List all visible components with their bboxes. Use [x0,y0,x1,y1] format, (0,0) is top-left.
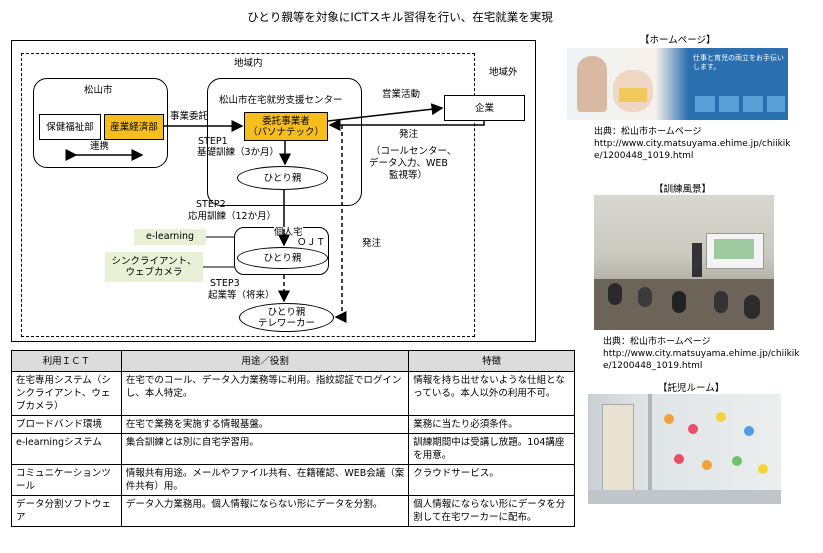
table-row: 在宅専用システム（シンクライアント、ウェブカメラ） 在宅でのコール、データ入力業… [11,371,575,416]
dept-industry-economy: 産業経済部 [104,114,164,140]
dept-health-welfare: 保健福祉部 [39,114,101,140]
training-photo [594,195,774,330]
cell-use: 集合訓練とは別に自宅学習用。 [120,433,410,465]
ojt-label: ＯＪＴ [297,237,326,248]
table-row: コミュニケーションツール 情報共有用途。メールやファイル共有、在籍確認、WEB会… [11,464,575,496]
cell-ict: ブロードバンド環境 [11,415,122,434]
ict-table: 利用ＩＣＴ 用途／役割 特徴 在宅専用システム（シンクライアント、ウェブカメラ）… [11,350,575,527]
cell-ict: 在宅専用システム（シンクライアント、ウェブカメラ） [11,371,122,416]
company-box: 企業 [444,95,525,121]
flow-diagram: 地域内 地域外 松山市 保健福祉部 産業経済部 連携 松山市在宅就労支援センター… [11,40,536,342]
header-ict: 利用ＩＣＴ [11,350,122,372]
homepage-source-url: http://www.city.matsuyama.ehime.jp/chiik… [594,139,791,161]
order-detail-1: （コールセンター、 [371,146,457,157]
commission-label: 事業委託 [170,111,209,122]
cell-ict: コミュニケーションツール [11,464,122,496]
elearning-label: e-learning [134,229,206,245]
home-label: 個人宅 [274,227,303,238]
region-inner-label: 地域内 [234,58,263,69]
table-row: データ分割ソフトウェア データ入力業務用。個人情報にならない形にデータを分割。 … [11,495,575,527]
single-parent-oval-1: ひとり親 [237,166,328,190]
page-title: ひとり親等を対象にICTスキル習得を行い、在宅就業を実現 [247,10,553,24]
order-detail-3: 監視等） [389,170,428,181]
teleworker-label-2: テレワーカー [257,317,315,329]
city-label: 松山市 [84,85,113,96]
cell-ict: e-learningシステム [11,433,122,465]
cell-feature: 訓練期間中は受講し放題。104講座を用意。 [408,433,575,465]
sync-client-box: シンクライアント、 ウェブカメラ [105,252,203,282]
step2-desc: 応用訓練（12か月） [188,211,277,222]
cell-feature: 情報を持ち出せないような仕組となっている。本人以外の利用不可。 [408,371,575,416]
table-header-row: 利用ＩＣＴ 用途／役割 特徴 [11,350,575,372]
step1-desc: 基礎訓練（3か月） [197,147,280,158]
cell-ict: データ分割ソフトウェア [11,495,122,527]
teleworker-oval: ひとり親 テレワーカー [239,303,334,332]
training-source-url: http://www.city.matsuyama.ehime.jp/chiik… [603,349,800,371]
header-feature: 特徴 [408,350,575,372]
contractor-name: （パソナテック） [247,126,324,138]
region-inner-boundary [21,53,475,337]
step2-label: STEP2 [196,199,226,210]
step3-desc: 起業等（将来） [208,290,275,301]
sync-client-label: シンクライアント、 [111,256,197,267]
childcare-photo [588,394,781,504]
cell-feature: クラウドサービス。 [408,464,575,496]
order-label-2: 発注 [362,238,382,249]
cell-use: 在宅で業務を実施する情報基盤。 [120,415,410,434]
homepage-screenshot: 仕事と育児の両立をお手伝いします。 [567,48,788,120]
training-source-label: 出典：松山市ホームページ [603,337,711,347]
cell-feature: 個人情報にならない形にデータを分割して在宅ワーカーに配布。 [408,495,575,527]
table-row: e-learningシステム 集合訓練とは別に自宅学習用。 訓練期間中は受講し放… [11,433,575,465]
web-camera-label: ウェブカメラ [125,267,183,278]
homepage-source-label: 出典：松山市ホームページ [594,127,702,137]
cell-use: 在宅でのコール、データ入力業務等に利用。指紋認証でログインし、本人特定。 [120,371,410,416]
order-label-1: 発注 [399,129,419,140]
teleworker-label-1: ひとり親 [267,306,306,318]
single-parent-oval-2: ひとり親 [237,247,328,269]
step3-label: STEP3 [210,278,240,289]
header-use: 用途／役割 [120,350,410,372]
childcare-caption: 【託児ルーム】 [658,383,725,394]
contractor-label: 委託事業者 [262,115,310,127]
support-center-label: 松山市在宅就労支援センター [219,95,343,106]
step1-label: STEP1 [198,136,228,147]
homepage-banner-text: 仕事と育児の両立をお手伝いします。 [693,54,784,71]
homepage-caption: 【ホームページ】 [640,35,716,46]
region-outer-label: 地域外 [489,67,518,78]
training-caption: 【訓練風景】 [654,184,712,195]
cell-use: データ入力業務用。個人情報にならない形にデータを分割。 [120,495,410,527]
contractor-box: 委託事業者 （パソナテック） [244,112,328,141]
cooperation-label: 連携 [90,141,110,152]
sales-label: 営業活動 [382,89,421,100]
order-detail-2: データ入力、WEB [369,158,448,169]
cell-use: 情報共有用途。メールやファイル共有、在籍確認、WEB会議（案件共有）用。 [120,464,410,496]
cell-feature: 業務に当たり必須条件。 [408,415,575,434]
table-row: ブロードバンド環境 在宅で業務を実施する情報基盤。 業務に当たり必須条件。 [11,415,575,434]
